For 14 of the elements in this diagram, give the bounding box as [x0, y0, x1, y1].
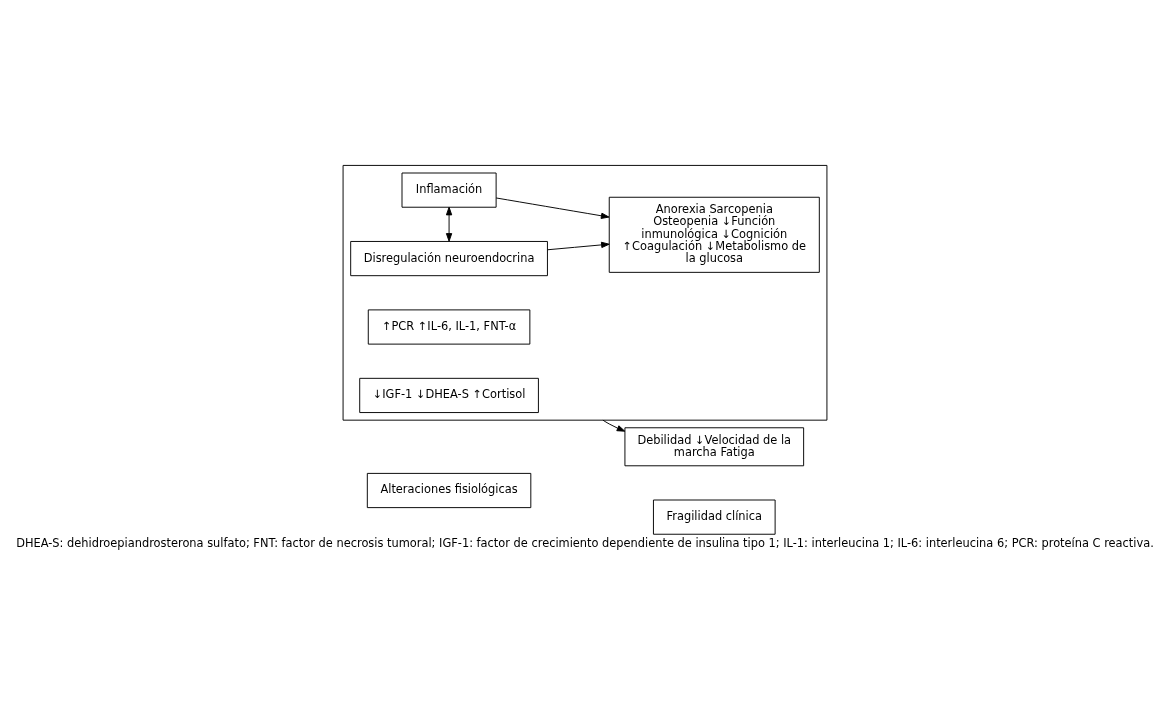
node-box: Fragilidad clínica [652, 499, 776, 535]
node-box: Inflamación [401, 172, 497, 208]
caption: DHEA-S: dehidroepiandrosterona sulfato; FNT: factor de necrosis tumoral; IGF-1: factor de crecimiento dependiente de insulina tipo 1; IL-1: interleucina 1; IL-6: interleucina 6; PCR: proteína C reactiva. [16, 536, 1154, 551]
arrow [445, 206, 453, 242]
node-box: Debilidad ↓Velocidad de la marcha Fatiga [624, 427, 805, 467]
node-box: ↑PCR ↑IL-6, IL-1, FNT-α [367, 309, 531, 345]
node-box: Disregulación neuroendocrina [350, 240, 548, 277]
node-box: ↓IGF-1 ↓DHEA-S ↑Cortisol [359, 377, 539, 414]
arrow [602, 419, 626, 432]
arrow [547, 241, 610, 251]
node-box: Anorexia Sarcopenia Osteopenia ↓Función inmunológica ↓Cognición ↑Coagulación ↓Metabolismo de la glucosa [608, 196, 820, 273]
arrow [495, 197, 610, 219]
cluster [342, 164, 828, 421]
node-box: Alteraciones fisiológicas [366, 472, 532, 509]
